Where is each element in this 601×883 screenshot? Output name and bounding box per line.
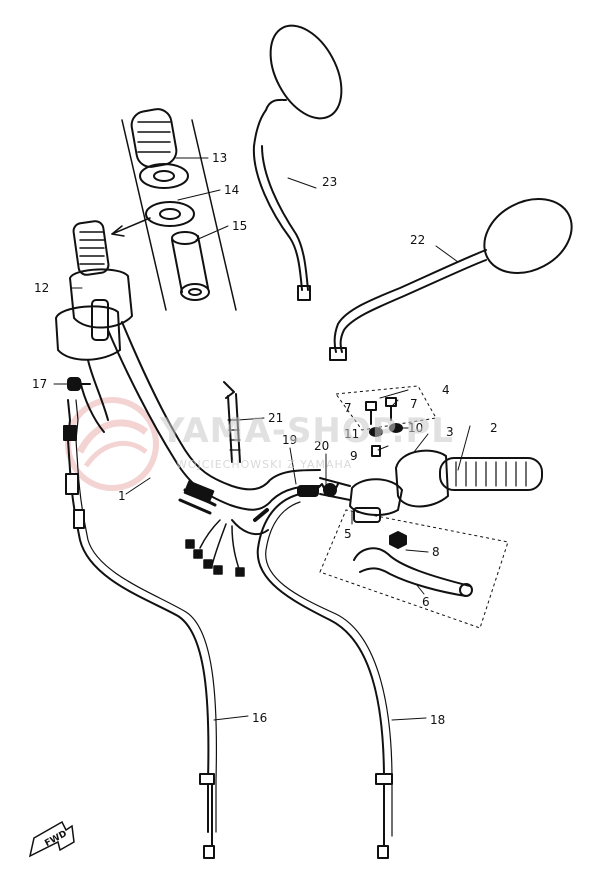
right-grip-part-2 [439,457,543,491]
callout-18: 18 [430,713,445,727]
callout-21: 21 [268,411,283,425]
cable-adjuster-part-19 [297,485,319,497]
nut-part-8 [389,531,407,549]
callout-4: 4 [442,383,450,397]
callout-7a: 7 [344,401,352,415]
callout-8: 8 [432,545,440,559]
leader-lines [53,157,471,721]
callout-7b: 7 [410,397,418,411]
callout-11: 11 [344,427,359,441]
callout-3: 3 [446,425,454,439]
cable-adjuster-part-20 [317,483,339,493]
mirror-right-part-22 [329,198,573,361]
grip-group-bracket [121,119,237,311]
callout-6: 6 [422,595,430,609]
lever-holder-part-3 [319,449,449,516]
mirror-left-part-23 [252,24,343,301]
bolt-group-box-4 [335,385,437,431]
brake-lever-part-6 [353,507,473,597]
grip-pointer-arrow [111,217,151,237]
callout-23: 23 [322,175,337,189]
left-switch-housing [55,220,133,433]
forward-direction-arrow-icon: FWD [28,820,75,858]
washer-part-14 [145,201,195,227]
callout-labels: 1 2 3 4 5 6 7 7 8 9 10 11 12 13 14 15 16… [32,151,498,727]
watermark-title: YAMA-SHOP.PL [159,411,454,451]
callout-14: 14 [224,183,239,197]
left-grip-part-13 [130,108,189,189]
callout-5: 5 [344,527,352,541]
callout-9: 9 [350,449,358,463]
watermark-logo [65,397,159,491]
callout-1: 1 [118,489,126,503]
callout-20: 20 [314,439,329,453]
watermark-subtitle: WOJCIECHOWSKI Z YAMAHA [176,458,352,471]
callout-13: 13 [212,151,227,165]
cable-tie-part-21 [223,381,241,463]
throttle-sleeve-part-15 [171,231,210,301]
callout-17: 17 [32,377,47,391]
callout-22: 22 [410,233,425,247]
callout-16: 16 [252,711,267,725]
callout-19: 19 [282,433,297,447]
callout-12: 12 [34,281,49,295]
lever-cable-part-18 [256,493,393,859]
callout-15: 15 [232,219,247,233]
callout-10: 10 [408,421,423,435]
lever-group-box [319,509,509,629]
callout-2: 2 [490,421,498,435]
wire-connectors [185,519,245,577]
throttle-cable-part-16 [63,399,218,859]
handlebar [107,321,321,536]
bolts-part-7 [365,397,397,425]
pin-part-9 [371,445,381,457]
